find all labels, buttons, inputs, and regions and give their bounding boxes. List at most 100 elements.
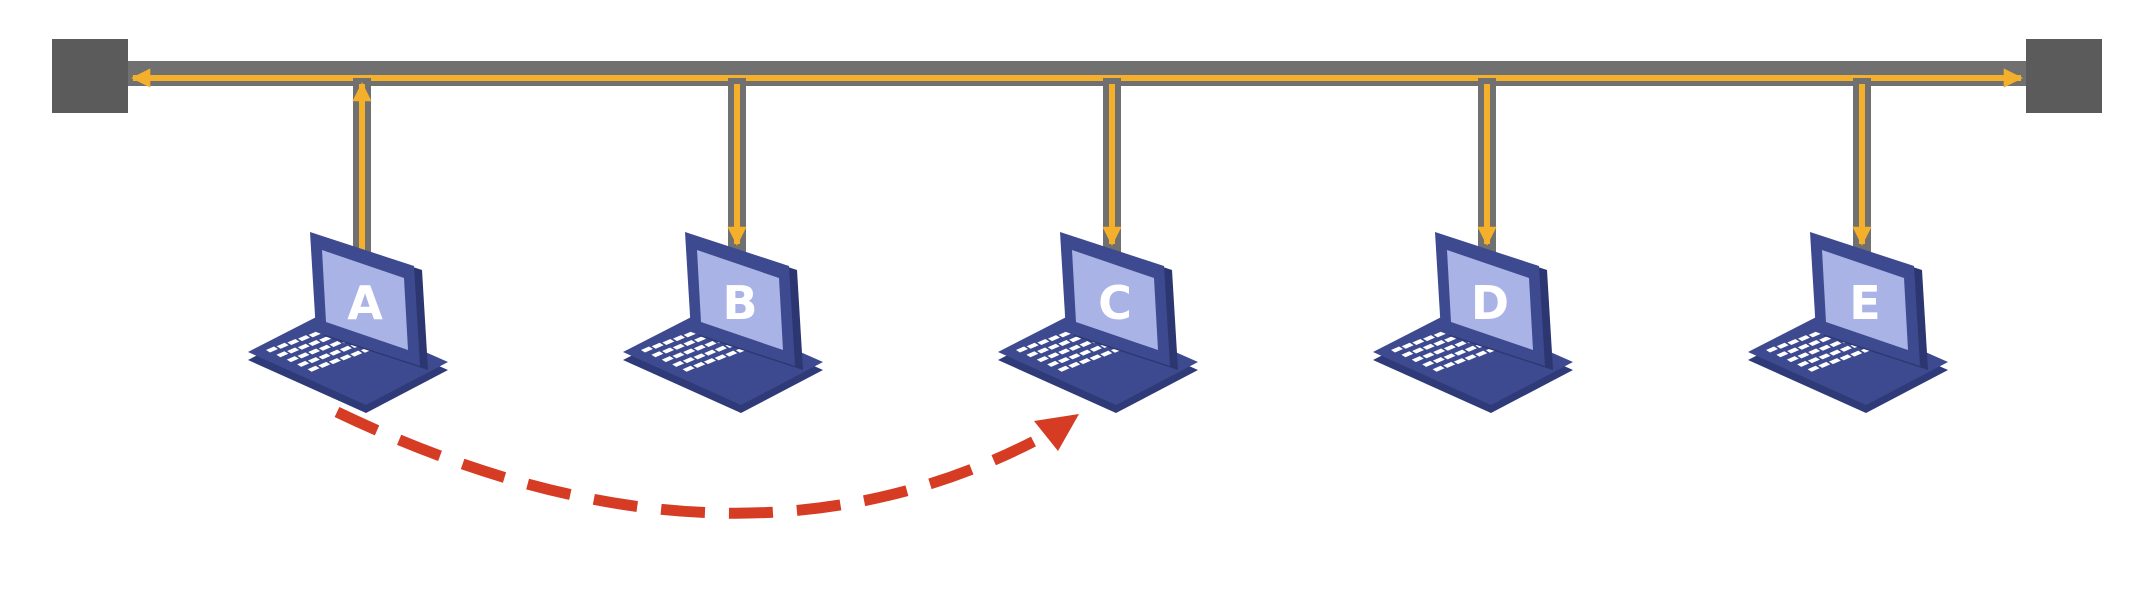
laptop-key xyxy=(1078,358,1091,365)
laptop-key xyxy=(297,360,310,367)
laptop-key xyxy=(1079,340,1092,347)
laptop-key xyxy=(1829,349,1842,356)
laptop-key xyxy=(672,352,685,359)
laptop-key xyxy=(704,340,717,347)
laptop-key xyxy=(651,342,664,349)
laptop-key xyxy=(1422,352,1435,359)
laptop-key xyxy=(1443,344,1456,351)
node-label-b: B xyxy=(722,276,757,330)
laptop-key xyxy=(1401,342,1414,349)
laptop-key xyxy=(307,357,320,364)
laptop-key xyxy=(1057,357,1070,364)
laptop-key xyxy=(1068,353,1081,360)
laptop-key xyxy=(276,351,289,358)
laptop-key xyxy=(1787,338,1800,345)
drop-cables xyxy=(352,78,1872,253)
laptop-key xyxy=(1057,365,1070,372)
intended-path-arrowhead xyxy=(1034,414,1079,451)
laptop-key xyxy=(1016,346,1028,353)
laptop-screen xyxy=(1072,250,1158,350)
laptop-screen xyxy=(1447,250,1533,350)
node-label-d: D xyxy=(1471,276,1509,330)
laptop-key xyxy=(683,331,696,338)
laptop-key xyxy=(1839,354,1852,361)
laptop-key xyxy=(1412,338,1425,345)
laptop-key xyxy=(693,353,706,360)
laptop-key xyxy=(1089,354,1102,361)
laptop-key xyxy=(329,349,342,356)
intended-path-a-to-c xyxy=(334,407,1058,519)
laptop-key xyxy=(1089,345,1102,352)
laptop-a: A xyxy=(248,232,448,413)
laptop-key xyxy=(1048,335,1060,342)
laptop-screen xyxy=(322,250,408,350)
laptop-d: D xyxy=(1373,232,1573,413)
laptop-key xyxy=(1026,351,1039,358)
laptop-key xyxy=(1100,350,1113,357)
laptop-key xyxy=(1766,346,1778,353)
laptop-key xyxy=(1464,354,1477,361)
laptop-key xyxy=(1798,335,1810,342)
laptop-key xyxy=(1422,360,1435,367)
laptop-key xyxy=(662,338,675,345)
laptop-key xyxy=(1829,340,1842,347)
laptop-key xyxy=(714,345,727,352)
laptop-key xyxy=(287,347,300,354)
laptop-key xyxy=(1058,339,1071,346)
laptop-key xyxy=(1787,347,1800,354)
laptop-key xyxy=(725,350,738,357)
laptop-key xyxy=(1026,342,1039,349)
laptop-key xyxy=(1443,353,1456,360)
node-label-a: A xyxy=(347,276,383,330)
laptop-key xyxy=(1391,346,1403,353)
laptop-key xyxy=(1454,349,1467,356)
laptop-key xyxy=(1464,345,1477,352)
laptop-key xyxy=(318,353,331,360)
laptop-key xyxy=(1422,343,1435,350)
laptop-key xyxy=(1808,348,1821,355)
laptop-key xyxy=(287,338,300,345)
laptop-key xyxy=(1432,357,1445,364)
laptop-key xyxy=(1818,361,1831,368)
laptop-key xyxy=(1069,336,1082,343)
laptop-key xyxy=(319,336,332,343)
laptop-key xyxy=(1807,357,1820,364)
laptop-key xyxy=(1797,343,1810,350)
laptop-key xyxy=(1776,342,1789,349)
laptop-key xyxy=(276,342,289,349)
laptop-key xyxy=(1047,352,1060,359)
laptop-key xyxy=(694,336,707,343)
laptop-key xyxy=(1037,338,1050,345)
laptop-key xyxy=(1808,339,1821,346)
laptop-key xyxy=(1423,335,1435,342)
laptop-key xyxy=(1412,347,1425,354)
laptop-key xyxy=(673,335,685,342)
laptop-screen xyxy=(697,250,783,350)
laptop-key xyxy=(1475,350,1488,357)
laptop-key xyxy=(672,343,685,350)
laptop-key xyxy=(350,350,363,357)
laptop-key xyxy=(1433,339,1446,346)
laptop-key xyxy=(1079,349,1092,356)
laptop-key xyxy=(1036,356,1049,363)
laptop-key xyxy=(307,365,320,372)
laptop-key xyxy=(1807,365,1820,372)
laptop-key xyxy=(662,347,675,354)
laptop-key xyxy=(1433,348,1446,355)
laptop-key xyxy=(1797,352,1810,359)
node-label-e: E xyxy=(1849,276,1880,330)
laptop-key xyxy=(339,354,352,361)
laptop-key xyxy=(1786,356,1799,363)
laptop-key xyxy=(1818,344,1831,351)
laptop-key xyxy=(1454,340,1467,347)
laptop-key xyxy=(1776,351,1789,358)
laptop-key xyxy=(1443,361,1456,368)
laptop-key xyxy=(308,331,321,338)
laptop-key xyxy=(266,346,278,353)
laptop-key xyxy=(651,351,664,358)
laptop-key xyxy=(1797,360,1810,367)
bus-cable xyxy=(128,61,2026,86)
laptop-key xyxy=(1037,347,1050,354)
laptop-key xyxy=(641,346,653,353)
